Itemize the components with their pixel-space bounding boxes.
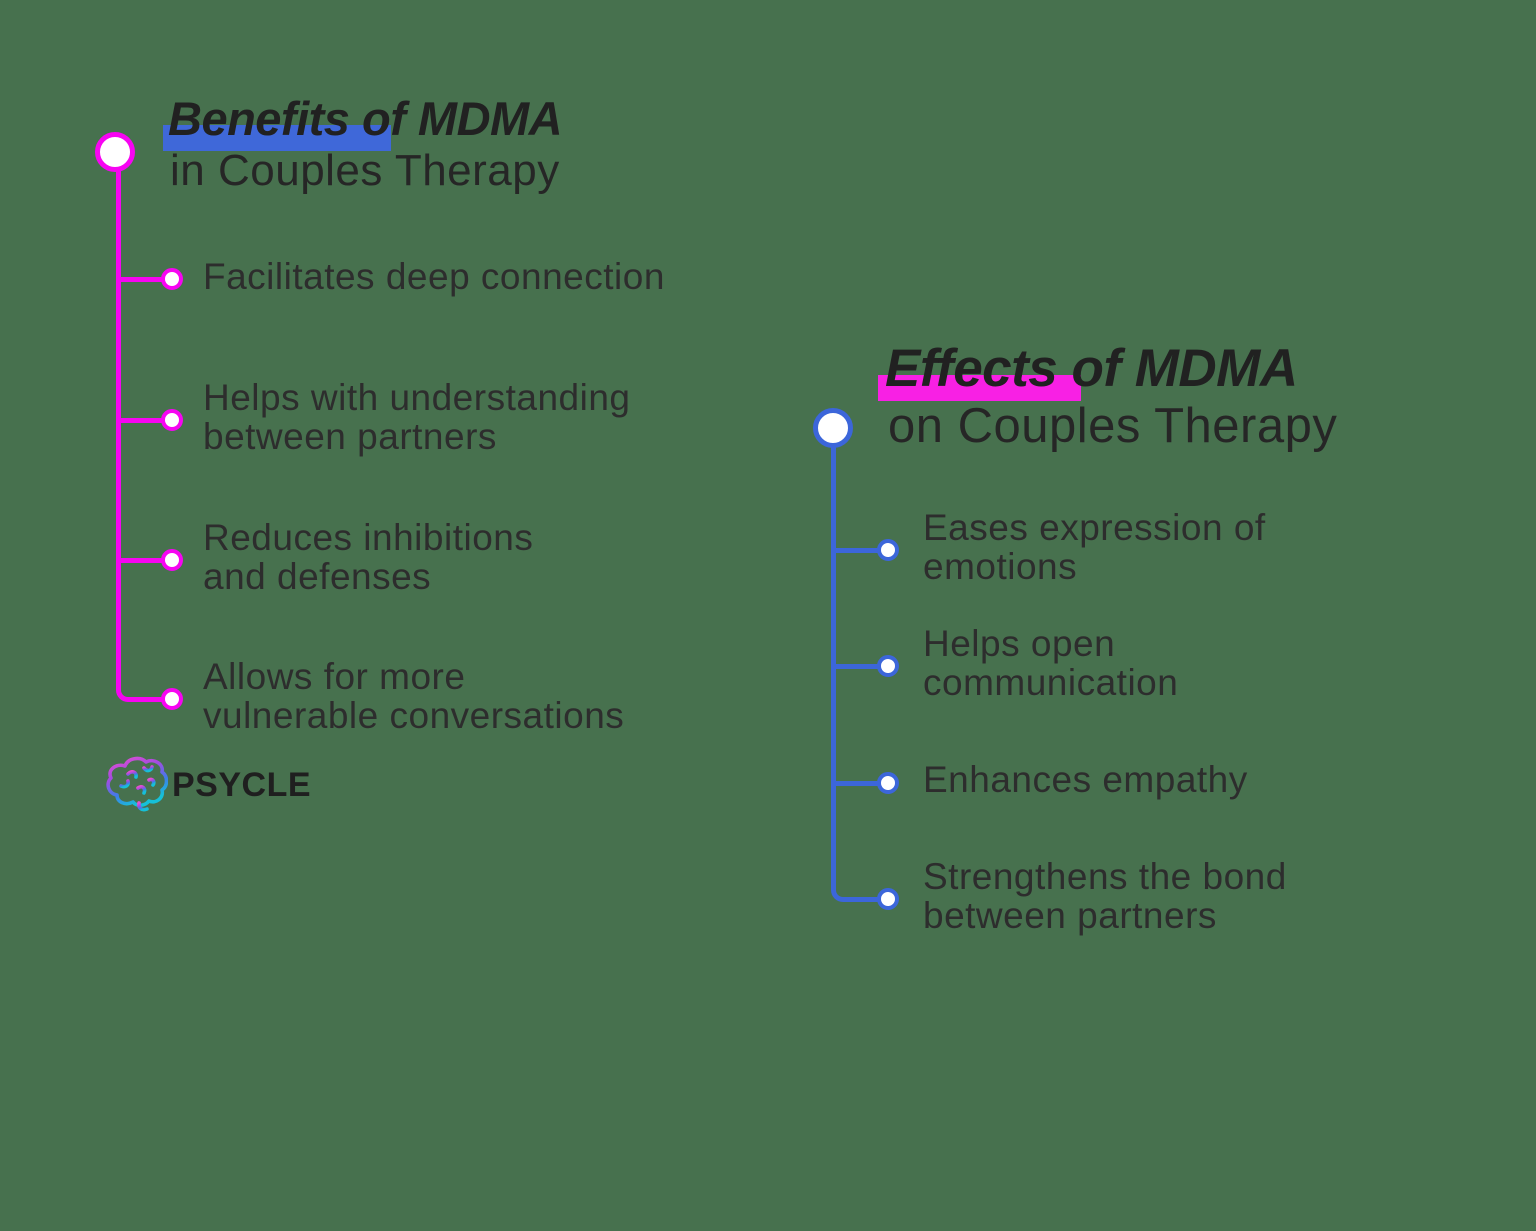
list-item-line: emotions xyxy=(923,546,1078,587)
list-item-line: Helps with understanding xyxy=(203,377,631,418)
list-item-line: Helps open xyxy=(923,623,1116,664)
benefits-bullet-circle xyxy=(161,549,183,571)
list-item: Allows for more vulnerable conversations xyxy=(203,657,624,735)
list-item: Eases expression of emotions xyxy=(923,508,1266,586)
benefits-timeline-spine xyxy=(116,158,167,702)
effects-branch-line xyxy=(836,664,878,669)
effects-title-highlight-bar xyxy=(878,375,1081,401)
effects-root-node-circle xyxy=(813,408,853,448)
list-item-line: Reduces inhibitions xyxy=(203,517,534,558)
benefits-title-rest: of MDMA xyxy=(349,92,563,145)
brain-icon xyxy=(104,754,169,817)
list-item-line: Allows for more xyxy=(203,656,466,697)
effects-timeline-spine xyxy=(831,434,882,902)
list-item-line: Facilitates deep connection xyxy=(203,256,665,297)
benefits-title-emphasis: Benefits xyxy=(168,92,350,145)
benefits-branch-line xyxy=(121,418,163,423)
brand-name: PSYCLE xyxy=(172,766,312,804)
effects-title-emphasis: Effects xyxy=(885,339,1058,398)
list-item-line: Eases expression of xyxy=(923,507,1266,548)
effects-title-rest: of MDMA xyxy=(1057,339,1299,398)
list-item-line: between partners xyxy=(923,895,1217,936)
effects-bullet-circle xyxy=(877,888,899,910)
list-item: Helps with understanding between partner… xyxy=(203,378,630,456)
effects-bullet-circle xyxy=(877,655,899,677)
list-item: Enhances empathy xyxy=(923,760,1248,799)
effects-bullet-circle xyxy=(877,772,899,794)
benefits-branch-line xyxy=(121,277,163,282)
effects-title-line1: Effects of MDMA xyxy=(885,340,1298,398)
list-item: Reduces inhibitions and defenses xyxy=(203,518,533,596)
list-item: Facilitates deep connection xyxy=(203,257,665,296)
effects-branch-line xyxy=(836,781,878,786)
benefits-root-node-circle xyxy=(95,132,135,172)
list-item-line: and defenses xyxy=(203,556,432,597)
effects-bullet-circle xyxy=(877,539,899,561)
effects-branch-line xyxy=(836,548,878,553)
list-item-line: communication xyxy=(923,662,1179,703)
benefits-bullet-circle xyxy=(161,409,183,431)
effects-title-line2: on Couples Therapy xyxy=(888,399,1338,453)
benefits-bullet-circle xyxy=(161,688,183,710)
benefits-title-line2: in Couples Therapy xyxy=(170,146,560,195)
benefits-bullet-circle xyxy=(161,268,183,290)
list-item-line: Strengthens the bond xyxy=(923,856,1287,897)
list-item-line: between partners xyxy=(203,416,497,457)
list-item-line: Enhances empathy xyxy=(923,759,1248,800)
benefits-title-highlight-bar xyxy=(163,125,391,151)
list-item: Strengthens the bond between partners xyxy=(923,857,1287,935)
benefits-title-line1: Benefits of MDMA xyxy=(168,92,563,145)
list-item-line: vulnerable conversations xyxy=(203,695,625,736)
list-item: Helps open communication xyxy=(923,624,1178,702)
benefits-branch-line xyxy=(121,558,163,563)
